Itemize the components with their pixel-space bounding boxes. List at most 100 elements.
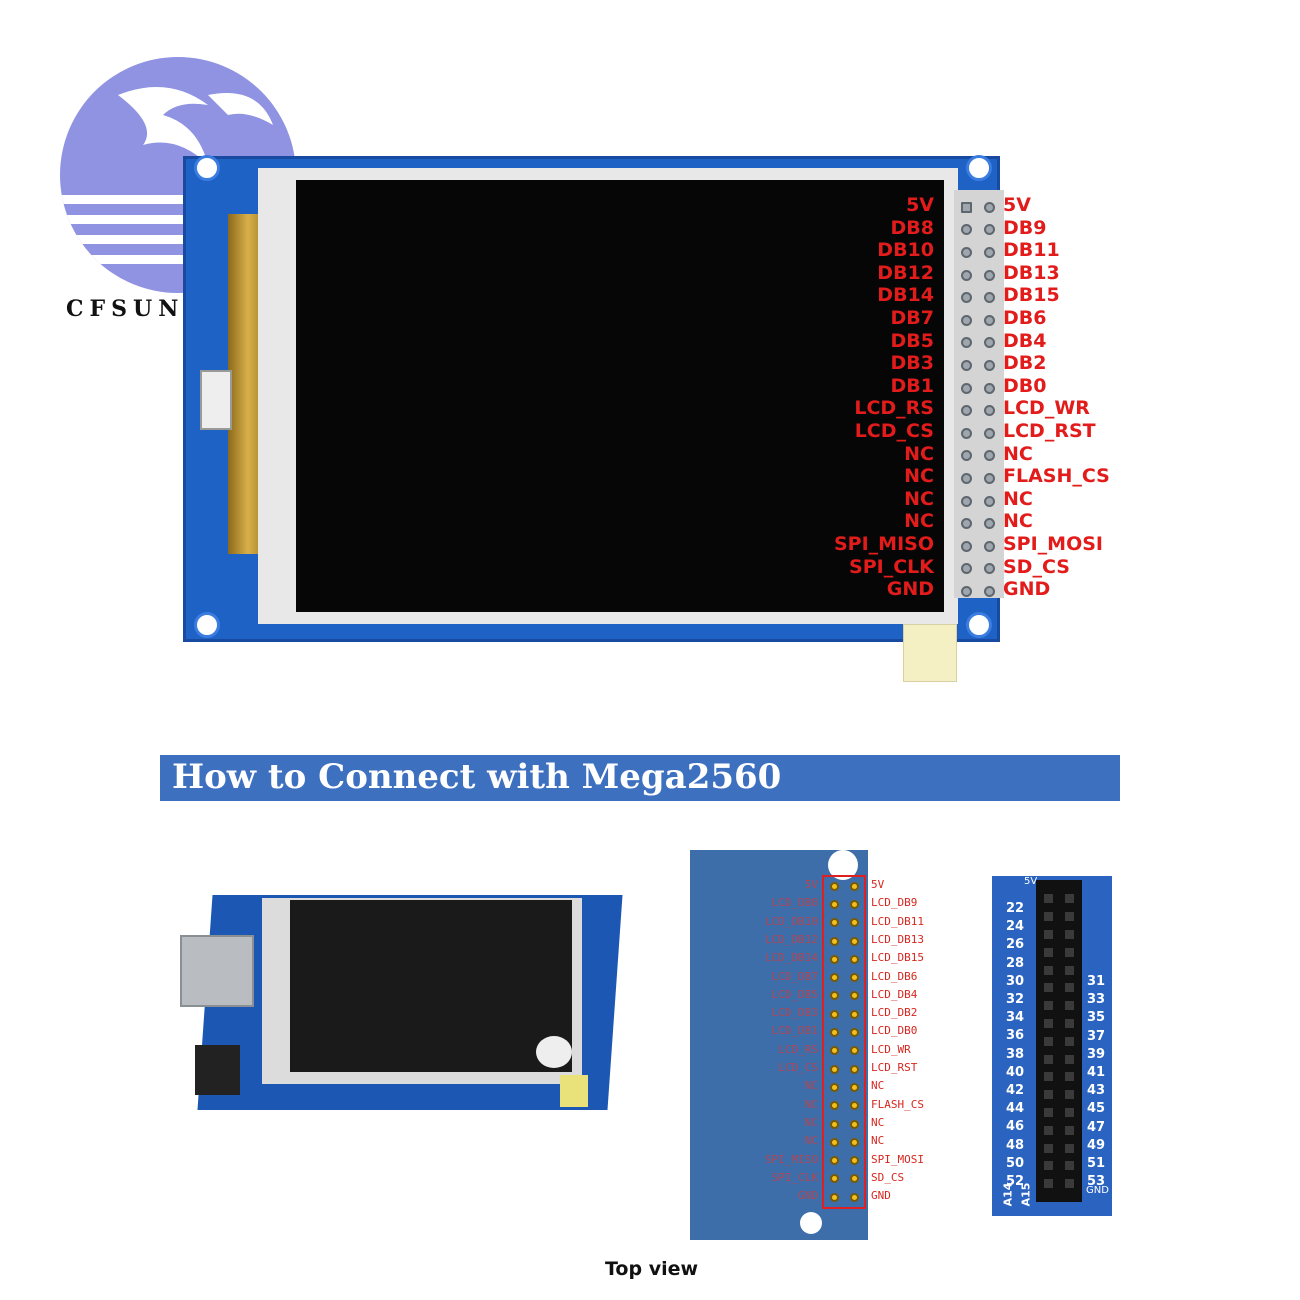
pin: [961, 246, 972, 258]
pin: [1065, 1179, 1074, 1189]
pin-label: LCD_RST: [871, 1061, 918, 1074]
mount-hole: [966, 612, 992, 638]
pin-label: GND: [871, 1189, 891, 1203]
section-banner: [160, 755, 1120, 801]
pin-row: [1038, 1104, 1080, 1122]
pin: [849, 936, 859, 946]
pin-label: LCD_DB9: [871, 896, 918, 910]
pin-label: FLASH_CS: [871, 1097, 924, 1111]
pin: [829, 1119, 839, 1129]
pin: [984, 540, 995, 552]
pin-label: DB15: [1003, 284, 1060, 307]
pin-label: DB13: [1003, 261, 1060, 284]
pin: [829, 1137, 839, 1147]
pin: [961, 292, 972, 304]
pin: [1065, 929, 1074, 939]
pin-label: NC: [871, 1115, 885, 1129]
pin-label: 5V: [1003, 194, 1031, 216]
pin-label: LCD_DB6: [871, 969, 918, 983]
pin: [829, 991, 839, 1001]
pin-row: [824, 1151, 864, 1169]
pin: [984, 427, 995, 439]
pin-number: 35: [1087, 1010, 1106, 1026]
pin: [1044, 947, 1053, 957]
pin-row: [955, 467, 1001, 490]
pin-row: [955, 399, 1001, 422]
pin-label: DB2: [1003, 352, 1047, 375]
pin-row: [824, 1115, 864, 1133]
pin-highlight-box: [822, 875, 866, 1209]
pin-row: [824, 1188, 864, 1206]
pin-row: [1038, 961, 1080, 979]
pin: [1065, 1036, 1074, 1046]
pin-label: LCD_DB0: [871, 1024, 918, 1038]
pin: [961, 540, 972, 552]
pin: [1065, 1090, 1074, 1100]
pin-number: 22: [1006, 901, 1025, 916]
pin-label: LCD_RST: [1003, 420, 1096, 442]
pin-label: GND: [798, 1189, 818, 1203]
pin: [984, 472, 995, 484]
pin-row: [955, 445, 1001, 468]
pin-label: NC: [1003, 442, 1033, 465]
mount-hole: [194, 155, 220, 181]
pin: [829, 1192, 839, 1202]
mount-hole: [966, 155, 992, 181]
pin-number: 53: [1087, 1174, 1106, 1190]
pin: [1065, 947, 1074, 957]
pin-label: DB4: [1003, 329, 1047, 352]
pin-row: [1038, 926, 1080, 944]
pin-row: [955, 558, 1001, 581]
pin-label: LCD_WR: [871, 1042, 911, 1056]
pin-label: SPI_CLK: [849, 555, 934, 578]
pin: [849, 1028, 859, 1038]
pin: [1044, 1090, 1053, 1100]
shield-tape: [560, 1075, 588, 1107]
pin: [829, 1174, 839, 1184]
pin-number: 47: [1087, 1119, 1106, 1135]
pin: [984, 314, 995, 326]
pin-number: 44: [1006, 1101, 1025, 1117]
pin-label: LCD_DB7: [771, 969, 818, 983]
pin: [849, 1101, 859, 1111]
pin-row: [955, 512, 1001, 535]
pin: [1065, 1054, 1074, 1064]
pin-row: [1038, 1032, 1080, 1050]
pin-label: SD_CS: [871, 1170, 905, 1184]
pin: [961, 314, 972, 326]
pin-label: DB7: [890, 307, 934, 329]
protective-tape: [903, 624, 957, 682]
pin-header: [954, 190, 1004, 598]
pin-number: 24: [1006, 919, 1025, 935]
pin: [961, 405, 972, 417]
pin-label: NC: [904, 465, 934, 488]
pin-label: NC: [804, 1134, 818, 1148]
pin-label: LCD_RS: [778, 1042, 818, 1056]
pin-number: 42: [1006, 1083, 1025, 1098]
pin: [1044, 983, 1053, 993]
pin-label: DB0: [1003, 374, 1047, 397]
pin-label: LCD_DB12: [765, 932, 818, 946]
pin-row: [955, 354, 1001, 377]
pin-row: [1038, 890, 1080, 908]
pin: [984, 224, 995, 236]
pin: [1065, 1001, 1074, 1011]
pin-row: [1038, 1121, 1080, 1139]
pin: [1044, 1018, 1053, 1028]
pin: [1065, 1072, 1074, 1082]
pin: [1044, 1072, 1053, 1082]
pin-number: 26: [1006, 937, 1025, 953]
pin: [1044, 1001, 1053, 1011]
mega-header-pins: [1038, 890, 1080, 1193]
shield-screen: [290, 900, 572, 1072]
pin-row: [1038, 1157, 1080, 1175]
pin-label: NC: [804, 1097, 818, 1111]
pin-row: [955, 490, 1001, 513]
pin-label: FLASH_CS: [1003, 465, 1110, 488]
pin: [984, 518, 995, 530]
pin-number: 37: [1087, 1028, 1106, 1044]
mega-5v-label: 5V: [1024, 876, 1038, 887]
pin-label: SPI_MISO: [834, 533, 934, 555]
mega-gnd-label: GND: [1086, 1185, 1109, 1196]
pin: [829, 1046, 839, 1056]
